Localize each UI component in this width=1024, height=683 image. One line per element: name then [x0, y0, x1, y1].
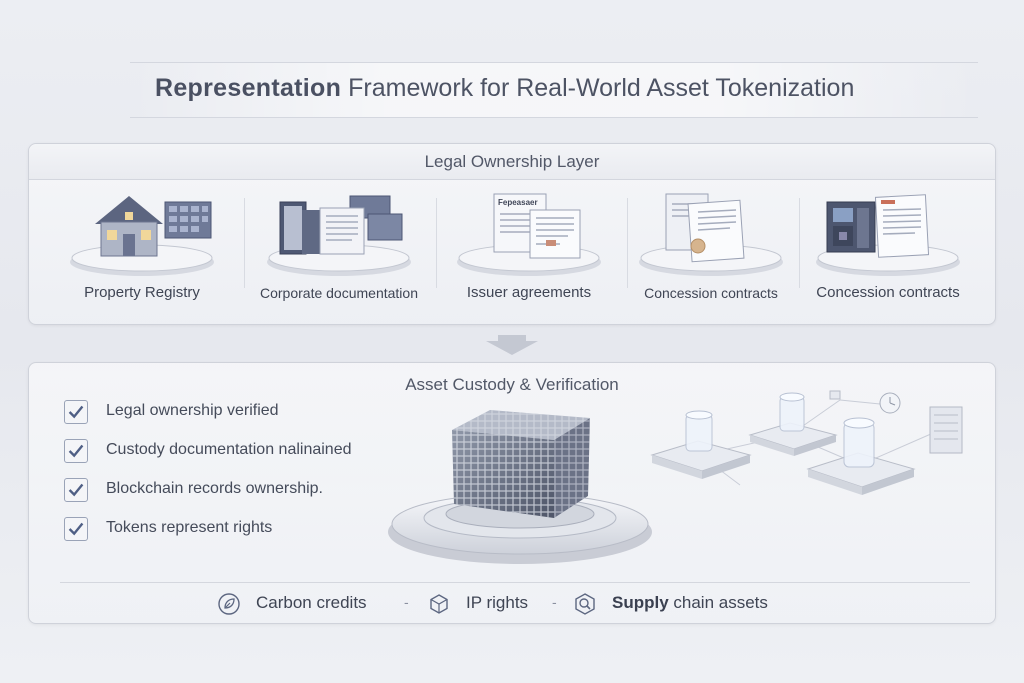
asset-tag-label: IP rights	[466, 593, 529, 612]
checkmark-icon	[68, 444, 84, 458]
layer-item-concession-contracts: Concession contracts	[616, 188, 806, 318]
title-part-regular: Framework for Real-World Asset Tokenizat…	[348, 74, 855, 102]
divider	[799, 198, 800, 288]
asset-class-list: Carbon credits - IP rights - Supply chai…	[218, 590, 838, 618]
divider	[627, 198, 628, 288]
leaf-icon	[218, 593, 240, 615]
house-icon	[95, 196, 212, 257]
layer-item-concession-contracts-2: Concession contracts	[793, 188, 983, 318]
panel-divider	[60, 582, 970, 583]
check-label: Blockchain records ownership.	[106, 480, 323, 497]
agreement-icon	[493, 193, 581, 259]
asset-tag-label: Carbon credits	[256, 593, 367, 612]
layer-item-property-registry: Property Registry	[47, 188, 237, 318]
checkbox[interactable]	[64, 517, 88, 541]
document-header-text: Fepeasaer	[498, 198, 538, 207]
check-label: Custody documentation nalinained	[106, 441, 352, 458]
search-icon	[575, 593, 595, 615]
layer-item-label: Concession contracts	[644, 285, 778, 301]
layer-item-corporate-documentation: Corporate documentation	[244, 188, 434, 318]
contract-icon	[665, 193, 745, 263]
layer-item-label: Concession contracts	[816, 284, 960, 301]
cube-icon	[430, 594, 448, 614]
network-nodes-icon	[650, 390, 963, 495]
checkbox[interactable]	[64, 478, 88, 502]
asset-tag-label: Supply chain assets	[612, 593, 768, 612]
check-label: Legal ownership verified	[106, 402, 279, 419]
checkbox[interactable]	[64, 400, 88, 424]
contract-machine-icon	[826, 194, 930, 258]
title-part-bold: Representation	[155, 74, 342, 102]
legal-ownership-panel: Legal Ownership Layer Property Registry	[28, 143, 996, 325]
legal-ownership-title: Legal Ownership Layer	[424, 152, 600, 171]
page-title: Representation Framework for Real-World …	[155, 74, 854, 103]
divider	[244, 198, 245, 288]
layer-item-label: Property Registry	[84, 284, 200, 301]
divider	[436, 198, 437, 288]
title-banner	[130, 62, 978, 118]
legal-ownership-header: Legal Ownership Layer	[29, 144, 995, 180]
layer-item-label: Corporate documentation	[260, 285, 418, 301]
check-label: Tokens represent rights	[106, 519, 273, 536]
checkmark-icon	[68, 405, 84, 419]
checkmark-icon	[68, 483, 84, 497]
layer-item-label: Issuer agreements	[466, 284, 592, 301]
blockchain-cube-icon	[388, 410, 652, 564]
checkbox[interactable]	[64, 439, 88, 463]
arrow-down-icon	[486, 335, 538, 355]
layer-item-issuer-agreements: Fepeasaer Issuer agreements	[434, 188, 624, 318]
asset-custody-title: Asset Custody & Verification	[405, 375, 619, 394]
documents-icon	[279, 195, 403, 255]
separator: -	[552, 594, 557, 610]
pedestal-icon	[639, 244, 783, 276]
checkmark-icon	[68, 522, 84, 536]
separator: -	[404, 594, 409, 610]
